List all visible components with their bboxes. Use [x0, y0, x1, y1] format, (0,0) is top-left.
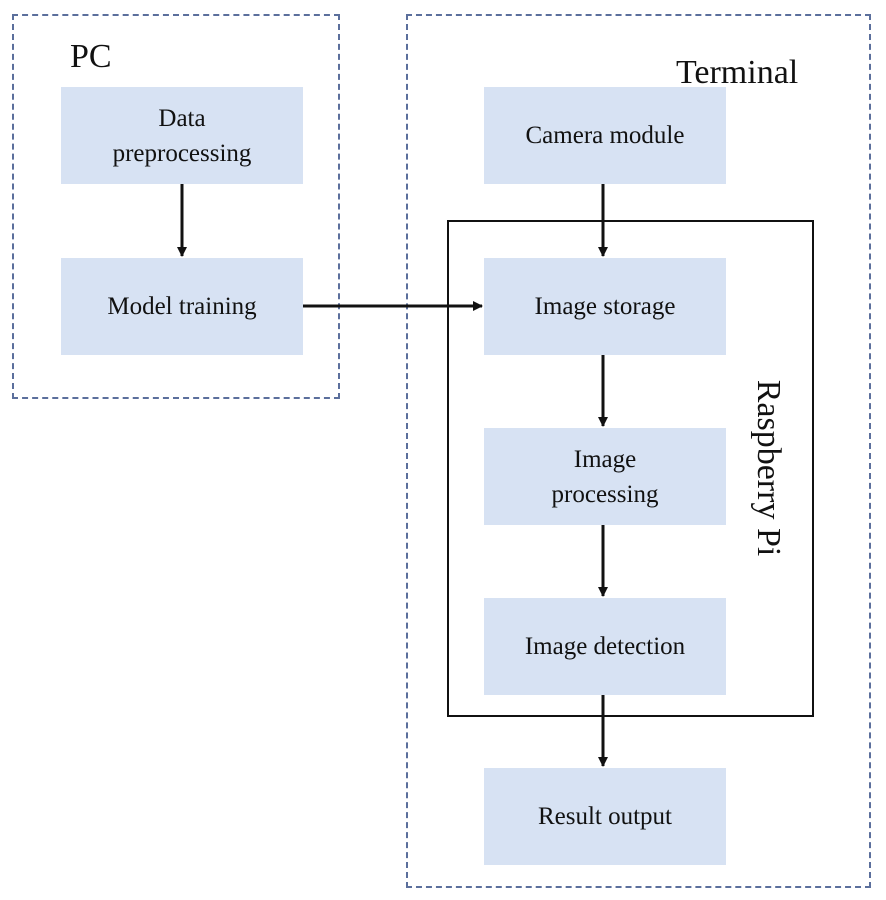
image-processing-block: Image processing [484, 428, 726, 525]
image-detection-block: Image detection [484, 598, 726, 695]
camera-module-label: Camera module [525, 122, 685, 149]
raspberry-pi-frame [447, 220, 814, 717]
terminal-group-frame [406, 14, 871, 888]
image-storage-label: Image storage [534, 293, 676, 320]
model-training-label: Model training [107, 293, 257, 320]
pc-group-label: PC [70, 38, 112, 75]
model-training-block: Model training [61, 258, 303, 355]
result-output-block: Result output [484, 768, 726, 865]
data-preprocessing-label: Data preprocessing [112, 104, 252, 167]
data-preprocessing-block: Data preprocessing [61, 87, 303, 184]
raspberry-pi-label: Raspberry Pi [750, 379, 787, 557]
image-processing-label: Image processing [551, 445, 659, 508]
pc-group-frame [12, 14, 340, 399]
image-detection-label: Image detection [524, 633, 686, 660]
terminal-group-label: Terminal [676, 54, 799, 91]
result-output-label: Result output [537, 803, 673, 830]
camera-module-block: Camera module [484, 87, 726, 184]
image-storage-block: Image storage [484, 258, 726, 355]
